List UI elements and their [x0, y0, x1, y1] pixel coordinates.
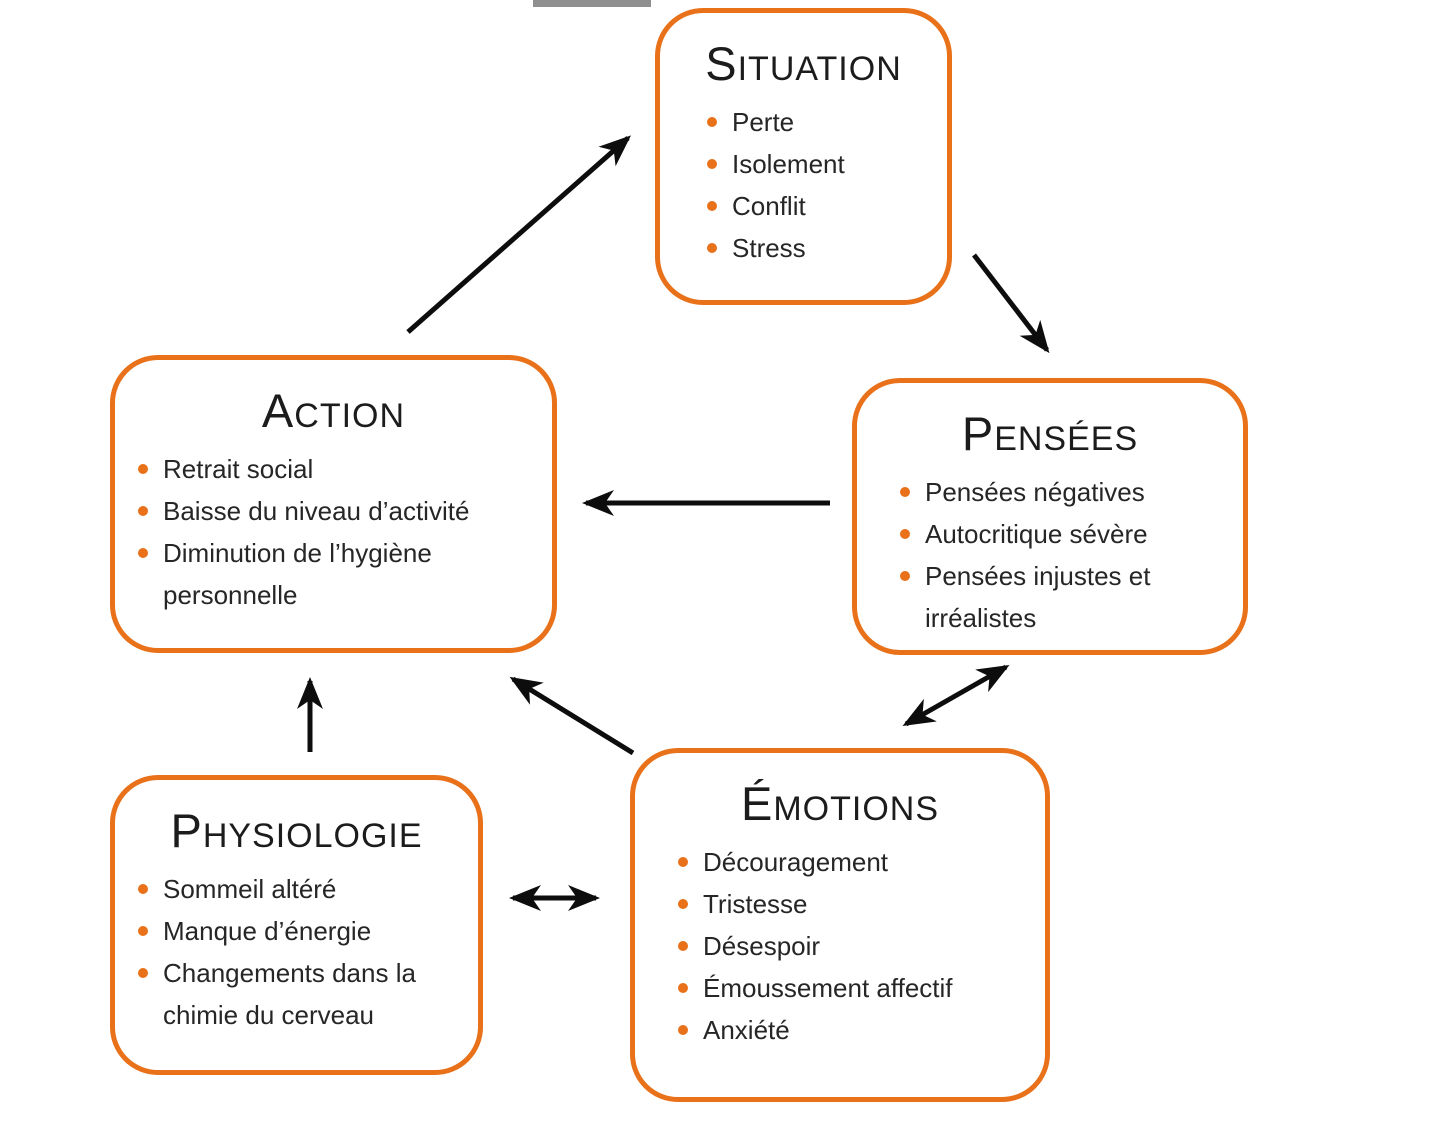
- bullet-icon: [138, 464, 148, 475]
- list-item-label: Désespoir: [703, 931, 821, 962]
- list-item: Isolement: [707, 143, 933, 185]
- list-item: Retrait social: [138, 448, 538, 490]
- bullet-icon: [138, 548, 148, 559]
- box-title-action: Action: [261, 384, 406, 437]
- bullet-icon: [707, 117, 717, 128]
- list-item-label: Conflit: [732, 191, 806, 222]
- bullet-icon: [678, 983, 688, 994]
- list-item: Pensées négatives: [900, 471, 1229, 513]
- bullet-icon: [138, 968, 148, 979]
- box-title-emotions: Émotions: [740, 777, 940, 830]
- list-item: Tristesse: [678, 883, 1031, 925]
- list-item: Baisse du niveau d’activité: [138, 490, 538, 532]
- list-item-label: Perte: [732, 107, 795, 138]
- arrow-action-to-situation: [406, 135, 632, 334]
- bullet-icon: [678, 941, 688, 952]
- list-item-label: Anxiété: [703, 1015, 790, 1046]
- bullet-icon: [707, 159, 717, 170]
- list-item-label: Autocritique sévère: [925, 519, 1148, 550]
- list-item-label: Pensées négatives: [925, 477, 1145, 508]
- list-item: Anxiété: [678, 1009, 1031, 1051]
- list-item: Stress: [707, 227, 933, 269]
- list-item: Sommeil altéré: [138, 868, 464, 910]
- bullet-icon: [678, 857, 688, 868]
- list-item-label: Tristesse: [703, 889, 808, 920]
- box-title-physiologie: Physiologie: [170, 804, 423, 857]
- list-item: Émoussement affectif: [678, 967, 1031, 1009]
- list-item-label: Manque d’énergie: [163, 916, 372, 947]
- bullet-icon: [707, 201, 717, 212]
- arrow-situation-to-pensees: [972, 253, 1050, 354]
- bullet-icon: [678, 899, 688, 910]
- list-item-label: Découragement: [703, 847, 888, 878]
- bullet-icon: [900, 571, 910, 582]
- list-item-label: Baisse du niveau d’activité: [163, 496, 470, 527]
- list-item: Perte: [707, 101, 933, 143]
- list-item: Conflit: [707, 185, 933, 227]
- list-item: Pensées injustes et irréalistes: [900, 555, 1229, 639]
- list-item-label: Changements dans la chimie du cerveau: [163, 958, 416, 1031]
- bullet-icon: [138, 884, 148, 895]
- list-item: Diminution de l’hygiène personnelle: [138, 532, 538, 616]
- list-item-label: Isolement: [732, 149, 845, 180]
- list-item: Découragement: [678, 841, 1031, 883]
- bullet-icon: [900, 487, 910, 498]
- bullet-icon: [900, 529, 910, 540]
- list-item-label: Diminution de l’hygiène personnelle: [163, 538, 432, 611]
- box-emotions: Émotions DécouragementTristesseDésespoir…: [630, 748, 1050, 1102]
- bullet-icon: [678, 1025, 688, 1036]
- list-item-label: Émoussement affectif: [703, 973, 953, 1004]
- arrow-emotions-to-action: [509, 676, 635, 756]
- list-item-label: Retrait social: [163, 454, 314, 485]
- arrow-pensees-emotions: [902, 664, 1010, 727]
- list-item: Désespoir: [678, 925, 1031, 967]
- bullet-icon: [707, 243, 717, 254]
- list-item: Manque d’énergie: [138, 910, 464, 952]
- bullet-icon: [138, 926, 148, 937]
- list-item-label: Stress: [732, 233, 806, 264]
- list-item-label: Pensées injustes et irréalistes: [925, 561, 1151, 634]
- list-item: Changements dans la chimie du cerveau: [138, 952, 464, 1036]
- list-item-label: Sommeil altéré: [163, 874, 337, 905]
- cropped-element-remnant: [533, 0, 651, 7]
- box-title-situation: Situation: [705, 37, 902, 90]
- box-title-pensees: Pensées: [961, 407, 1139, 460]
- list-item: Autocritique sévère: [900, 513, 1229, 555]
- bullet-icon: [138, 506, 148, 517]
